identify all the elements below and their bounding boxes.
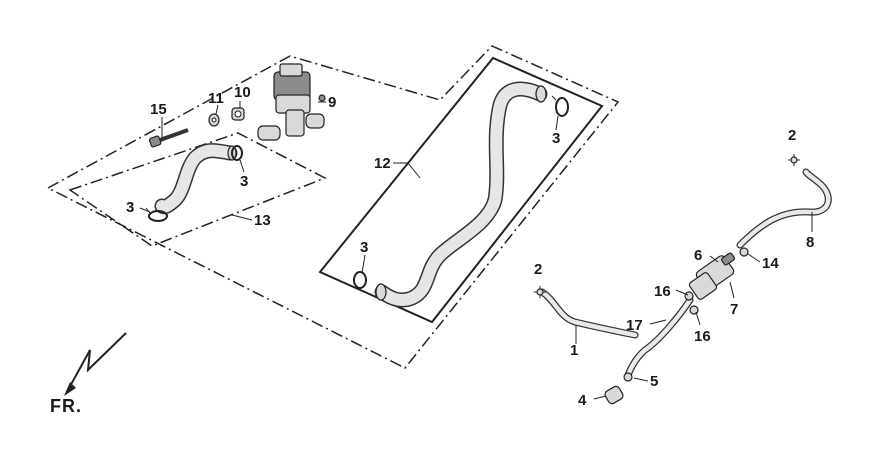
callout-1: 1: [570, 342, 578, 359]
callout-labels: 15 11 10 9 12 3 3 3 3 13 2 2 8 6 14 7 16…: [126, 84, 814, 409]
washer-11: [208, 113, 220, 127]
callout-3-mid: 3: [240, 173, 248, 190]
callout-2-left: 2: [534, 261, 542, 278]
clip-5: [623, 372, 633, 382]
leader-lines: [139, 101, 813, 400]
pipe-1: [538, 288, 639, 339]
callout-15: 15: [150, 101, 167, 118]
clamp-14: [739, 247, 749, 257]
collar-10: [231, 107, 245, 121]
callout-6: 6: [694, 247, 702, 264]
clamp-3-bottom: [353, 271, 367, 289]
callout-17: 17: [626, 317, 643, 334]
callout-9: 9: [328, 94, 336, 111]
callout-8: 8: [806, 234, 814, 251]
clamp-16-upper: [684, 291, 694, 301]
clamp-2-left: [534, 286, 546, 298]
callout-2-right: 2: [788, 127, 796, 144]
clamp-3-mid: [231, 145, 243, 161]
hose-12: [374, 81, 548, 308]
charcoal-canister-7: [688, 252, 736, 300]
clamp-3-right-top: [551, 95, 569, 117]
callout-3-left: 3: [126, 199, 134, 216]
callout-5: 5: [650, 373, 658, 390]
pipe-17: [624, 296, 694, 379]
fitting-4: [604, 385, 624, 405]
hose-13-group-frame: [68, 132, 327, 247]
callout-12: 12: [374, 155, 391, 172]
clamp-16-lower: [689, 305, 699, 315]
front-label: FR.: [50, 396, 82, 416]
callout-7: 7: [730, 301, 738, 318]
hose-8: [736, 168, 832, 249]
callout-10: 10: [234, 84, 251, 101]
hose-13: [154, 143, 238, 215]
callout-13: 13: [254, 212, 271, 229]
reed-valve-9: [257, 63, 326, 141]
callout-11: 11: [208, 90, 224, 107]
clamp-2-right: [788, 154, 800, 166]
callout-14: 14: [762, 255, 779, 272]
front-direction-indicator: FR.: [50, 332, 127, 416]
callout-4: 4: [578, 392, 587, 409]
callout-16-lower: 16: [694, 328, 711, 345]
callout-3-right: 3: [552, 130, 560, 147]
callout-16-upper: 16: [654, 283, 671, 300]
bolt-15: [148, 128, 189, 148]
callout-3-bottom: 3: [360, 239, 368, 256]
assembly-frame-outer: [46, 45, 620, 369]
